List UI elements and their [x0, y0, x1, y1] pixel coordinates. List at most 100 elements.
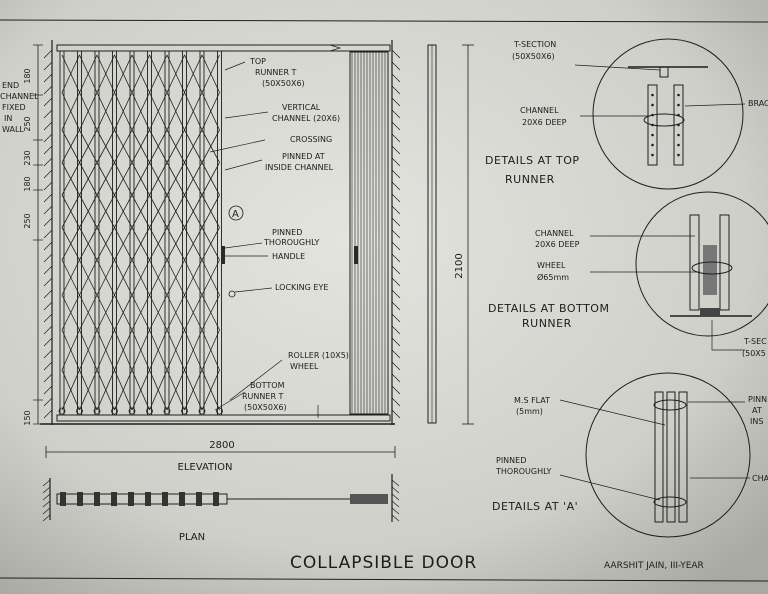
crossing-bar: [96, 54, 115, 93]
crossing-bar: [79, 329, 98, 371]
plan-channel-block: [94, 492, 100, 506]
hatch-line: [43, 121, 53, 131]
channel-size: 20X6 DEEP: [522, 118, 567, 127]
detail-top-circle: [592, 38, 744, 190]
crossing-bar: [166, 92, 185, 131]
hatch-line: [43, 313, 53, 323]
hatch-line: [391, 301, 401, 311]
hatch-line: [391, 289, 401, 299]
marker-a-label: A: [232, 209, 239, 220]
hatch-line: [43, 241, 53, 251]
flat-left: [654, 391, 664, 523]
left-dimension-value: 230: [23, 150, 32, 165]
plan-view: PLAN: [42, 474, 400, 543]
wheel-size: Ø65mm: [537, 272, 569, 282]
crossing-bar: [131, 259, 150, 296]
hatch-line: [43, 193, 53, 203]
pinned-label: PINNED: [496, 456, 526, 465]
vertical-channel: [164, 50, 170, 416]
detail-a-leaders: [559, 399, 750, 501]
crossing-bar: [201, 162, 220, 196]
crossing-bar: [184, 294, 203, 331]
detail-bottom-caption: DETAILS AT BOTTOM: [488, 302, 609, 315]
crossing-bar: [184, 92, 203, 131]
hatch-line: [391, 61, 401, 71]
crossing-bar: [184, 54, 203, 93]
left-dimension-value: 180: [23, 176, 32, 191]
rivet: [677, 123, 680, 127]
hatch-line: [391, 486, 400, 494]
hatch-line: [42, 507, 51, 515]
hatch-line: [43, 373, 53, 383]
roller-wheel-icon: [58, 407, 66, 415]
elevation-label: ELEVATION: [178, 462, 233, 473]
crossing-bar: [184, 369, 203, 411]
crossing-bar: [114, 129, 133, 163]
hatch-line: [391, 277, 401, 287]
hatch-line: [391, 205, 401, 215]
crossing-bar: [166, 54, 185, 93]
left-note: FIXED: [2, 103, 26, 112]
crossing-bar: [201, 369, 220, 411]
hatch-line: [391, 325, 401, 335]
crossing-bar: [79, 227, 98, 261]
hatch-line: [42, 514, 51, 522]
bottom-channel-size: 20X6 DEEP: [535, 240, 580, 249]
hatch-line: [43, 409, 53, 419]
crossing-bar: [131, 227, 150, 261]
t-section-label: T-SECTION: [513, 40, 556, 49]
bracket-label: BRAC: [748, 99, 768, 108]
hatch-line: [391, 479, 400, 487]
crossing-bar: [61, 54, 80, 93]
crossing-bar: [114, 259, 133, 296]
channel-a-label: CHA: [752, 474, 768, 483]
hatch-line: [43, 217, 53, 227]
crossing-bar: [184, 162, 203, 196]
hatch-line: [43, 229, 53, 239]
crossing-bar: [149, 194, 168, 228]
crossing-bar: [61, 259, 80, 296]
rivet: [677, 143, 680, 147]
crossing-bar: [96, 294, 115, 331]
crossing-bar: [96, 227, 115, 261]
crossing-bar: [79, 92, 98, 131]
crossing-bar: [79, 294, 98, 331]
detail-top-leaders: [574, 64, 746, 117]
vertical-channel-label: VERTICAL: [282, 103, 321, 112]
crossing-bar: [96, 194, 115, 228]
hatch-line: [391, 514, 400, 522]
crossing-bar: [131, 54, 150, 93]
crossing-bar: [184, 329, 203, 371]
crossing-bar: [61, 162, 80, 196]
hatch-line: [391, 73, 401, 83]
hatch-line: [43, 337, 53, 347]
crossing-bar: [61, 329, 80, 371]
hatch-line: [43, 277, 53, 287]
plan-channel-block: [60, 492, 66, 506]
crossing-bar: [201, 194, 220, 228]
hatch-line: [43, 109, 53, 119]
side-section: [427, 44, 437, 424]
crossing-bar: [61, 92, 80, 131]
channel-left: [647, 84, 658, 166]
hatch-line: [391, 349, 401, 359]
pinned-label: THOROUGHLY: [495, 467, 552, 476]
hatch-line: [391, 97, 401, 107]
crossing-bar: [131, 329, 150, 371]
hatch-line: [391, 133, 401, 143]
left-dimension-value: 250: [23, 116, 32, 131]
bottom-runner-size: (50X50X6): [244, 403, 287, 412]
rivet: [677, 103, 680, 107]
top-runner: [56, 44, 391, 52]
hatch-line: [391, 193, 401, 203]
hatch-line: [43, 97, 53, 107]
left-note: CHANNEL: [0, 92, 39, 101]
bottom-t-section-size: (50X5: [742, 349, 766, 358]
crossing-bar: [201, 92, 220, 131]
rivet: [677, 93, 680, 97]
crossing-bar: [79, 259, 98, 296]
bottom-t-section-label: T-SEC: [743, 337, 767, 346]
crossing-bar: [114, 329, 133, 371]
plan-channel-block: [196, 492, 202, 506]
